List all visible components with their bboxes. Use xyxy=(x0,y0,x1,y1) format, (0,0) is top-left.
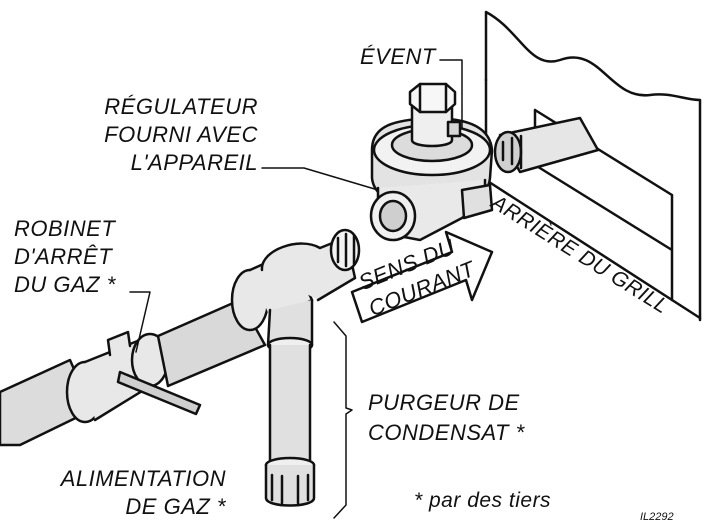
vent-label: ÉVENT xyxy=(360,44,436,69)
regulator-leader xyxy=(261,167,379,191)
figure-id: IL2292 xyxy=(640,511,674,523)
regulator-illustration xyxy=(369,82,494,242)
regulator-label-line-3: L'APPAREIL xyxy=(130,150,258,175)
footnote-text: * par des tiers xyxy=(414,489,552,512)
shutoff-valve-illustration xyxy=(65,330,202,424)
regulator-label-line-1: RÉGULATEUR xyxy=(104,94,258,119)
sediment-trap-label-line-2: CONDENSAT * xyxy=(368,420,525,445)
grill-inlet-pipe xyxy=(493,116,600,174)
flow-direction-arrow xyxy=(350,230,494,324)
valve-leader xyxy=(129,291,151,353)
shutoff-valve-label-line-1: ROBINET xyxy=(14,216,116,241)
shutoff-valve-label-line-2: D'ARRÊT xyxy=(14,244,113,269)
sediment-trap-illustration xyxy=(264,298,316,507)
gas-supply-label-line-2: DE GAZ * xyxy=(125,494,226,519)
shutoff-valve-label-line-3: DU GAZ * xyxy=(14,272,116,297)
vent-leader xyxy=(439,59,463,129)
regulator-label-line-2: FOURNI AVEC xyxy=(104,122,258,147)
leader-lines xyxy=(129,59,463,519)
sediment-trap-label-line-1: PURGEUR DE xyxy=(368,390,520,415)
trap-bracket xyxy=(333,321,353,519)
gas-supply-label-line-1: ALIMENTATION xyxy=(60,466,226,491)
